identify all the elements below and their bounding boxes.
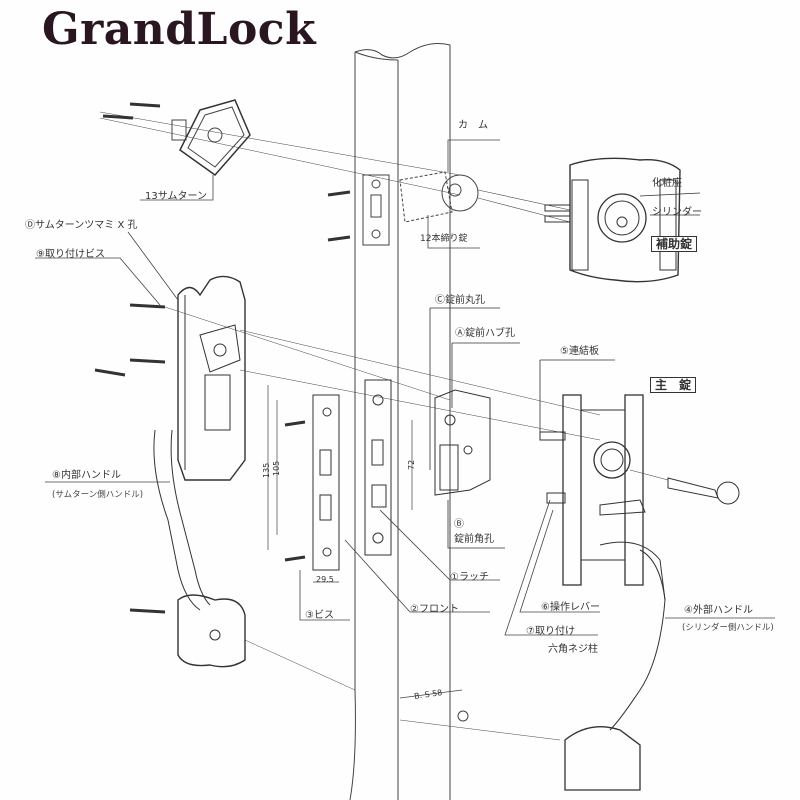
inner-handle-part (153, 275, 246, 668)
dim-outer-height: 135 (262, 462, 271, 478)
leader-line (519, 509, 600, 613)
leader-line (344, 539, 490, 613)
strike-plate-upper (327, 174, 390, 246)
dim-inner-height: 105 (272, 460, 281, 476)
label-outer-handle-sub: (シリンダー側ハンドル) (682, 623, 774, 633)
leader-line (127, 231, 179, 301)
label-inner-handle: ⑧内部ハンドル (52, 470, 121, 481)
door (349, 43, 451, 800)
lock-case-strike (429, 307, 520, 549)
thumb-turn-part (99, 99, 461, 196)
label-connecting-plate: ⑤連結板 (560, 346, 599, 357)
screw (102, 102, 161, 120)
dimension-lines (267, 385, 463, 699)
label-latch: ①ラッチ (450, 572, 489, 583)
key (629, 469, 740, 505)
label-front: ②フロント (410, 604, 459, 615)
leader-line (299, 570, 350, 621)
section-main-lock: 主 錠 (650, 377, 697, 393)
label-hub-hole: Ⓐ錠前ハブ孔 (455, 328, 515, 339)
auxiliary-lock-escutcheon (544, 157, 701, 283)
deadbolt-part (399, 139, 571, 249)
label-lever: ⑥操作レバー (541, 602, 600, 613)
dim-strike-height: 72 (407, 459, 416, 470)
label-thumb-turn-hole: Ⓓサムターンツマミ X 孔 (25, 220, 138, 231)
label-cylinder: シリンダー (652, 207, 702, 218)
label-cam: カ ム (458, 120, 488, 131)
label-inner-handle-sub: (サムターン側ハンドル) (52, 490, 144, 500)
leader-line (504, 499, 598, 636)
label-screw: ③ビス (305, 610, 334, 621)
mounting-screws (94, 303, 166, 614)
main-lock-outer-handle (539, 359, 666, 791)
label-deadbolt: 12本締り錠 (420, 234, 468, 244)
dim-front-width: 29.5 (316, 575, 334, 584)
backset-marker (457, 710, 469, 722)
label-escutcheon: 化粧座 (652, 178, 682, 189)
label-thumb-turn: 13サムターン (145, 191, 208, 202)
label-square-hole-mark: Ⓑ (454, 519, 464, 530)
leader-line (379, 509, 500, 581)
label-mount-post-2: 六角ネジ柱 (548, 644, 598, 655)
leader-line (35, 257, 161, 306)
leader-line (140, 175, 214, 201)
brand-logo: GrandLock (42, 4, 317, 55)
label-round-hole: Ⓒ錠前丸孔 (435, 295, 485, 306)
label-mounting-screw: ⑨取り付けビス (36, 249, 105, 260)
front-plate (284, 379, 392, 571)
assembly-lines (164, 306, 601, 741)
label-outer-handle: ④外部ハンドル (684, 605, 753, 616)
label-mount-post: ⑦取り付け (526, 626, 575, 637)
section-auxiliary-lock: 補助錠 (651, 236, 698, 252)
label-square-hole: 錠前角孔 (454, 534, 494, 545)
